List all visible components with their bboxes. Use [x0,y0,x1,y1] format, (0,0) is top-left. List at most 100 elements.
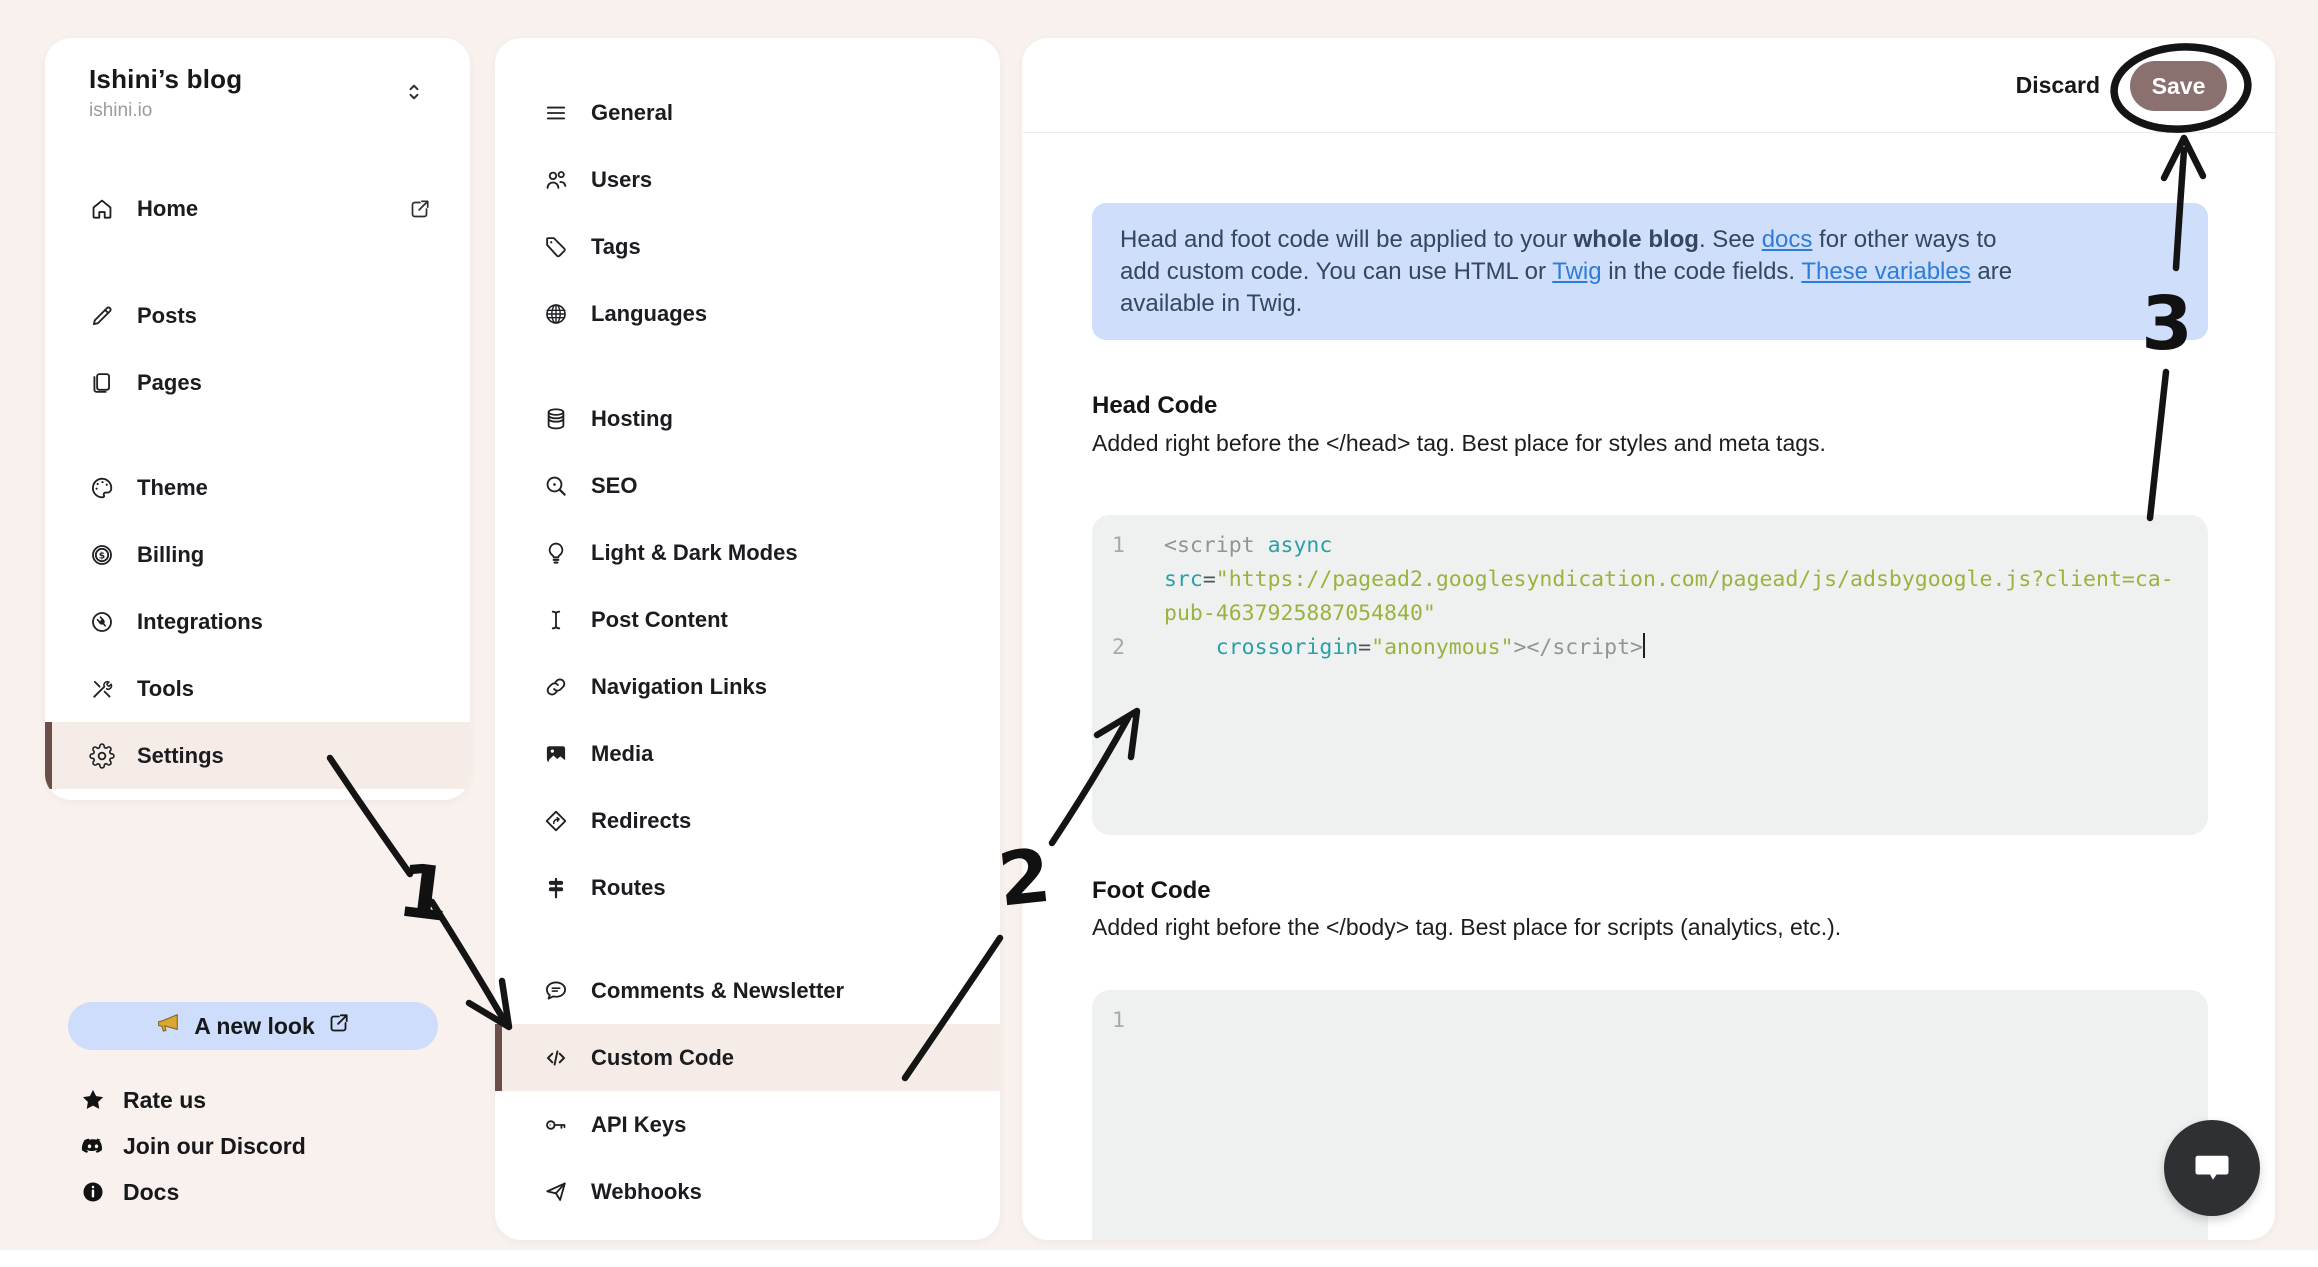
banner-text: Head and foot code will be applied to yo… [1120,226,1574,253]
head-code-title: Head Code [1092,392,1218,419]
palette-icon [89,475,115,501]
sidebar-item-label: Light & Dark Modes [591,539,798,565]
code-row: 1 <script async [1112,529,2188,563]
code-token: crossorigin [1215,635,1359,660]
sidebar-item-label: Users [591,166,653,192]
sidebar-item-routes[interactable]: Routes [495,854,1000,921]
foot-code-editor[interactable]: 1 [1092,990,2208,1240]
media-icon [543,741,569,767]
code-token: <script [1164,533,1268,558]
sidebar-item-label: Pages [137,369,202,395]
banner-text: add custom code. You can use HTML or [1120,258,1553,285]
external-link-icon [327,1011,351,1041]
sidebar-item-custom-code[interactable]: Custom Code [495,1024,1000,1091]
banner-link-docs[interactable]: docs [1761,226,1813,253]
code-token: "anonymous" [1371,635,1514,660]
sidebar-item-integrations[interactable]: Integrations [45,588,470,655]
bulb-icon [543,540,569,566]
code-token: ></script> [1513,635,1643,660]
sidebar-item-tools[interactable]: Tools [45,655,470,722]
sidebar-item-tags[interactable]: Tags [495,213,1000,280]
footer-link-label: Join our Discord [123,1132,306,1159]
routes-icon [543,875,569,901]
sidebar-item-label: Home [137,195,199,221]
a-new-look-button[interactable]: A new look [68,1002,438,1050]
sidebar-item-comments-newsletter[interactable]: Comments & Newsletter [495,957,1000,1024]
panel-header: Discard Save [1022,38,2275,133]
line-number [1112,597,1140,631]
db-icon [543,406,569,432]
workspace-switcher[interactable]: Ishini’s blog ishini.io [89,64,440,122]
key-icon [543,1112,569,1138]
banner-link-twig[interactable]: Twig [1552,258,1602,285]
chevron-updown-icon[interactable] [402,80,426,109]
footer-link-rate-us[interactable]: Rate us [80,1077,306,1123]
sidebar-item-home[interactable]: Home [45,175,470,242]
sidebar-item-pages[interactable]: Pages [45,349,470,416]
plug-icon [89,609,115,635]
sidebar-item-label: SEO [591,472,638,498]
banner-text: . See [1698,226,1762,253]
comments-icon [543,978,569,1004]
footer-link-label: Docs [123,1178,180,1205]
sidebar-item-hosting[interactable]: Hosting [495,385,1000,452]
nav-group: Home [45,175,470,242]
sidebar-item-media[interactable]: Media [495,720,1000,787]
banner-text: are [1970,258,2013,285]
banner-text: in the code fields. [1601,258,1802,285]
gear-icon [89,742,115,769]
home-icon [89,196,115,222]
sidebar-item-languages[interactable]: Languages [495,280,1000,347]
sidebar-item-label: Routes [591,874,666,900]
code-row: 2 crossorigin="anonymous"></script> [1112,631,2188,665]
footer-link-label: Rate us [123,1086,207,1113]
discord-icon [80,1133,107,1160]
chat-widget-button[interactable] [2164,1120,2260,1216]
sidebar-item-seo[interactable]: SEO [495,452,1000,519]
sidebar-item-label: Media [591,740,654,766]
external-link-icon[interactable] [408,197,432,221]
sidebar-item-label: Custom Code [591,1044,734,1070]
sidebar-item-post-content[interactable]: Post Content [495,586,1000,653]
banner-link-these-variables[interactable]: These variables [1801,258,1971,285]
footer-link-docs[interactable]: Docs [80,1169,306,1215]
plane-icon [543,1179,569,1205]
sidebar-item-general[interactable]: General [495,79,1000,146]
foot-code-description: Added right before the </body> tag. Best… [1092,914,1842,940]
sidebar-item-label: Tools [137,675,195,701]
pencil-icon [89,303,115,329]
sidebar-item-label: Integrations [137,608,263,634]
code-line: <script async [1164,529,1332,563]
sidebar-item-settings[interactable]: Settings [45,722,470,789]
discard-button[interactable]: Discard [2016,38,2100,133]
line-number: 1 [1112,533,1125,558]
sidebar-item-users[interactable]: Users [495,146,1000,213]
sidebar-item-light-dark-modes[interactable]: Light & Dark Modes [495,519,1000,586]
footer-link-join-our-discord[interactable]: Join our Discord [80,1123,306,1169]
sidebar-item-label: Comments & Newsletter [591,977,845,1003]
sidebar-item-navigation-links[interactable]: Navigation Links [495,653,1000,720]
banner-text: for other ways to [1812,226,1997,253]
sidebar-item-api-keys[interactable]: API Keys [495,1091,1000,1158]
tag-icon [543,234,569,260]
sidebar-item-label: Billing [137,541,205,567]
sidebar-item-label: Posts [137,302,197,328]
sidebar-item-label: Post Content [591,606,728,632]
sidebar-item-webhooks[interactable]: Webhooks [495,1158,1000,1225]
sidebar-item-posts[interactable]: Posts [45,282,470,349]
sidebar-item-label: API Keys [591,1111,687,1137]
sidebar-item-theme[interactable]: Theme [45,454,470,521]
sidebar-item-redirects[interactable]: Redirects [495,787,1000,854]
sidebar-item-billing[interactable]: $Billing [45,521,470,588]
code-token [1164,635,1216,660]
sidebar-item-label: General [591,99,673,125]
sidebar-item-label: Tags [591,233,641,259]
pages-icon [89,370,115,396]
save-button[interactable]: Save [2130,61,2227,111]
code-token: = [1202,567,1216,592]
